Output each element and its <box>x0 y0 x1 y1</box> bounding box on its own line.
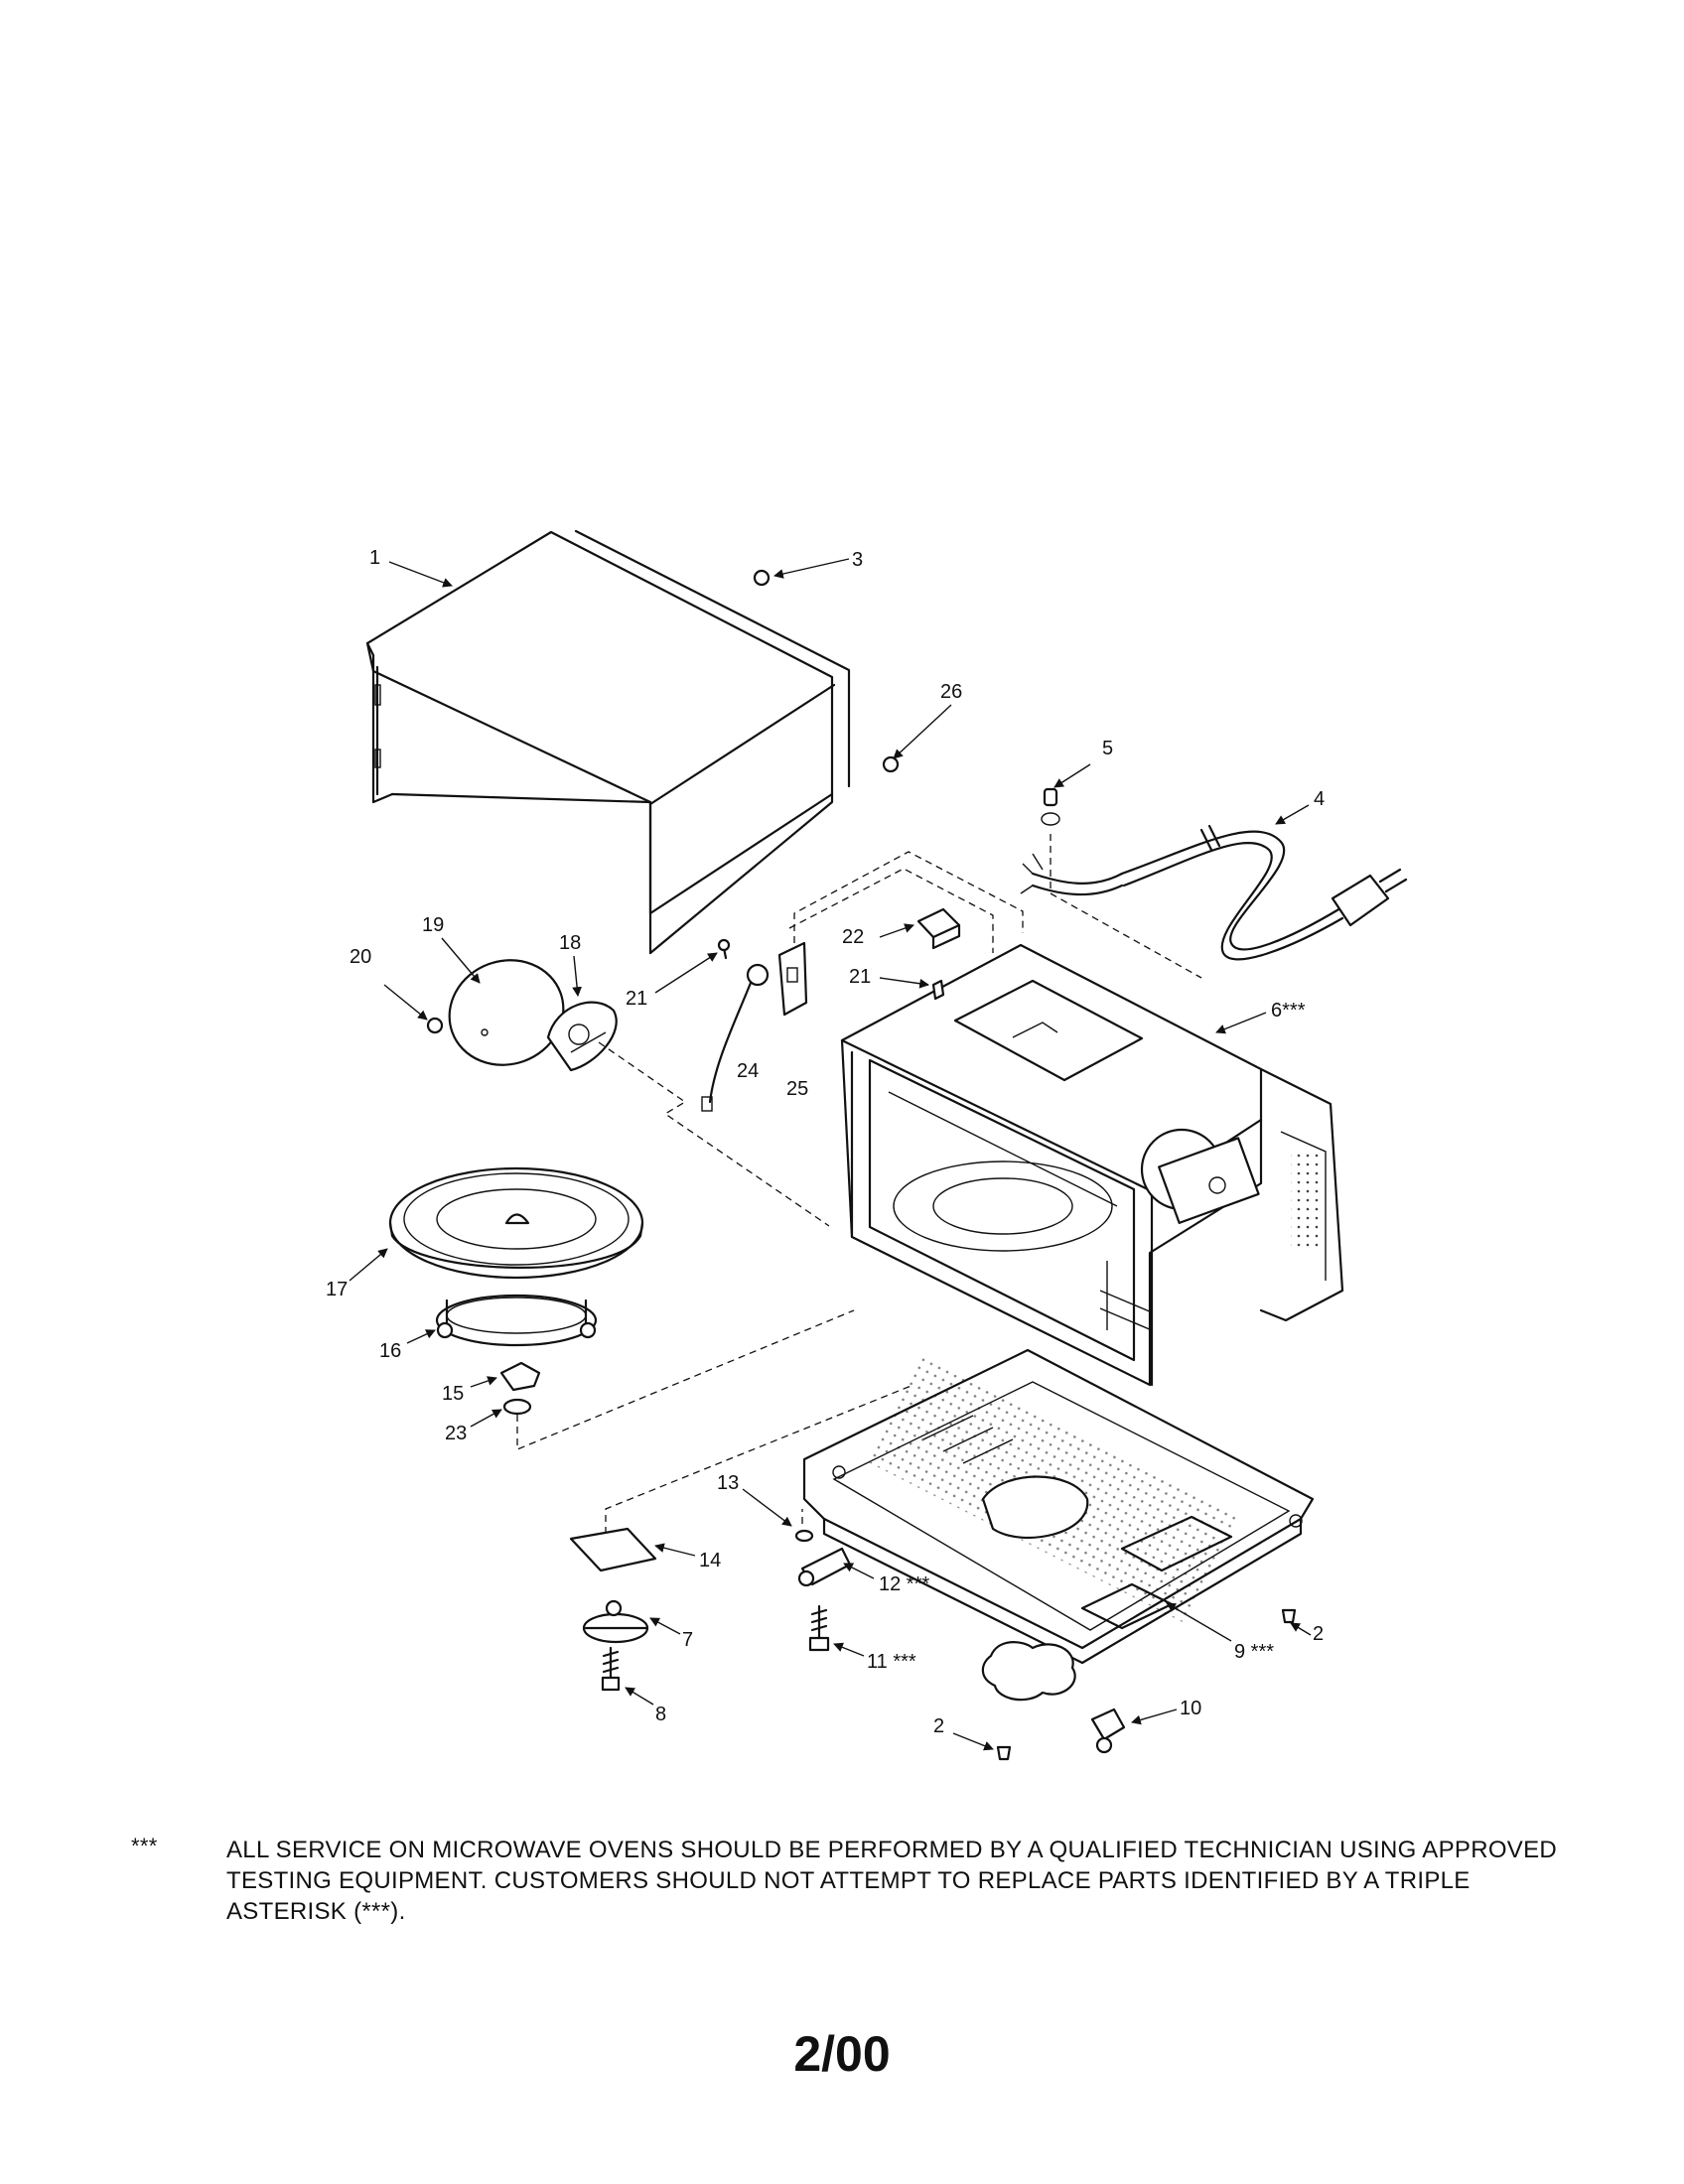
screw-26 <box>882 755 900 773</box>
callout-10: 10 <box>1180 1698 1201 1719</box>
roller-ring <box>435 1294 598 1347</box>
callout-9: 9 *** <box>1234 1641 1274 1663</box>
footnote-marker: *** <box>131 1834 158 1858</box>
callout-23: 23 <box>445 1423 467 1444</box>
switch-assembly <box>701 851 1024 1112</box>
footnote-text: ALL SERVICE ON MICROWAVE OVENS SHOULD BE… <box>226 1837 1558 1925</box>
callout-2b: 2 <box>933 1715 944 1737</box>
foot <box>1090 1707 1126 1754</box>
stirrer-bracket <box>546 1001 618 1072</box>
callout-25: 25 <box>786 1078 808 1100</box>
bracket-plate <box>569 1527 657 1572</box>
callout-16: 16 <box>379 1340 401 1362</box>
base-plate <box>802 1348 1315 1665</box>
screw-2b <box>1281 1608 1297 1624</box>
callout-19: 19 <box>422 914 444 936</box>
callout-22: 22 <box>842 926 864 948</box>
callout-labels: 1 3 26 5 4 19 18 20 21 24 25 22 21 6*** … <box>326 547 1325 1737</box>
callout-2a: 2 <box>1313 1623 1324 1645</box>
oven-cavity <box>840 943 1344 1387</box>
turntable-tray <box>388 1166 644 1280</box>
assembly-lines <box>516 834 1202 1534</box>
callout-12: 12 *** <box>879 1573 929 1595</box>
callout-3: 3 <box>852 549 863 571</box>
leader-lines <box>349 558 1312 1751</box>
screw-20 <box>426 1017 444 1034</box>
gasket <box>981 1641 1076 1702</box>
callout-5: 5 <box>1102 738 1113 759</box>
lamp-cover <box>448 959 565 1066</box>
callout-24: 24 <box>737 1060 759 1082</box>
screw-2a <box>996 1745 1012 1761</box>
callout-15: 15 <box>442 1383 464 1405</box>
callout-20: 20 <box>350 946 371 968</box>
service-footnote: *** ALL SERVICE ON MICROWAVE OVENS SHOUL… <box>131 1834 1585 1927</box>
outer-cabinet <box>365 529 851 955</box>
callout-4: 4 <box>1314 788 1325 810</box>
callout-11: 11 *** <box>867 1651 916 1673</box>
callout-13: 13 <box>717 1472 739 1494</box>
callout-26: 26 <box>940 681 962 703</box>
callout-21a: 21 <box>626 988 647 1010</box>
screw-3 <box>753 569 771 587</box>
motor-mount <box>582 1599 649 1644</box>
callout-21b: 21 <box>849 966 871 988</box>
washer <box>502 1398 532 1416</box>
callout-17: 17 <box>326 1279 348 1300</box>
callout-1: 1 <box>369 547 380 569</box>
screw-8 <box>601 1646 621 1692</box>
coupler <box>499 1361 541 1392</box>
callout-8: 8 <box>655 1704 666 1725</box>
hinge-parts <box>794 1529 852 1652</box>
page-number: 2/00 <box>793 2026 891 2082</box>
callout-18: 18 <box>559 932 581 954</box>
callout-7: 7 <box>682 1629 693 1651</box>
callout-6: 6*** <box>1271 1000 1306 1022</box>
screw-5 <box>1041 787 1060 826</box>
callout-14: 14 <box>699 1550 721 1571</box>
power-cord <box>1020 824 1408 961</box>
